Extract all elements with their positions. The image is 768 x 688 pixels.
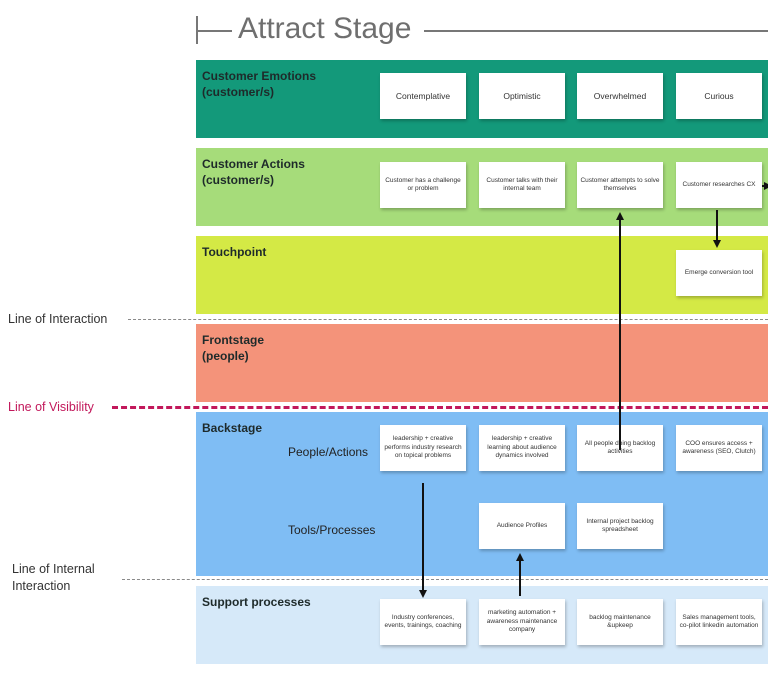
lane-title-customer-emotions: Customer Emotions (customer/s) bbox=[202, 69, 317, 99]
stage-bracket-tick bbox=[196, 16, 198, 44]
stage-bracket-line bbox=[198, 30, 232, 32]
sticky-note-action[interactable]: Customer attempts to solve themselves bbox=[577, 162, 663, 208]
sticky-note-touchpoint[interactable]: Emerge conversion tool bbox=[676, 250, 762, 296]
sublabel-people-actions: People/Actions bbox=[288, 445, 369, 459]
sticky-note-backstage-action[interactable]: leadership + creative performs industry … bbox=[380, 425, 466, 471]
lane-title-backstage: Backstage bbox=[202, 421, 263, 435]
line-of-visibility-label: Line of Visibility bbox=[8, 400, 94, 414]
sticky-note-action[interactable]: Customer talks with their internal team bbox=[479, 162, 565, 208]
line-of-visibility bbox=[112, 406, 768, 409]
lane-title-touchpoint: Touchpoint bbox=[202, 245, 267, 259]
line-of-interaction bbox=[128, 319, 768, 320]
lane-title-customer-actions: Customer Actions (customer/s) bbox=[202, 157, 305, 187]
sticky-note-emotion[interactable]: Optimistic bbox=[479, 73, 565, 119]
sticky-note-emotion[interactable]: Contemplative bbox=[380, 73, 466, 119]
stage-timeline-line bbox=[424, 30, 768, 32]
stage-header: Attract Stage bbox=[196, 12, 768, 48]
sublabel-tools-processes: Tools/Processes bbox=[288, 523, 376, 537]
lane-touchpoint: Touchpoint bbox=[196, 236, 768, 314]
sticky-note-support[interactable]: backlog maintenance &upkeep bbox=[577, 599, 663, 645]
line-of-interaction-label: Line of Interaction bbox=[8, 312, 108, 326]
sticky-note-emotion[interactable]: Overwhelmed bbox=[577, 73, 663, 119]
sticky-note-backstage-tool[interactable]: Audience Profiles bbox=[479, 503, 565, 549]
sticky-note-action[interactable]: Customer has a challenge or problem bbox=[380, 162, 466, 208]
sticky-note-support[interactable]: Industry conferences, events, trainings,… bbox=[380, 599, 466, 645]
sticky-note-action[interactable]: Customer researches CX bbox=[676, 162, 762, 208]
line-of-internal-interaction-label: Line of Internal Interaction bbox=[12, 562, 95, 593]
lane-frontstage: Frontstage (people) bbox=[196, 324, 768, 402]
sticky-note-backstage-action[interactable]: All people doing backlog activities bbox=[577, 425, 663, 471]
sticky-note-emotion[interactable]: Curious bbox=[676, 73, 762, 119]
line-of-internal-interaction bbox=[122, 579, 768, 580]
sticky-note-support[interactable]: Sales management tools, co-pilot linkedi… bbox=[676, 599, 762, 645]
stage-title: Attract Stage bbox=[238, 12, 412, 45]
sticky-note-backstage-tool[interactable]: Internal project backlog spreadsheet bbox=[577, 503, 663, 549]
sticky-note-backstage-action[interactable]: COO ensures access + awareness (SEO, Clu… bbox=[676, 425, 762, 471]
lane-title-frontstage: Frontstage (people) bbox=[202, 333, 265, 363]
sticky-note-backstage-action[interactable]: leadership + creative learning about aud… bbox=[479, 425, 565, 471]
sticky-note-support[interactable]: marketing automation + awareness mainten… bbox=[479, 599, 565, 645]
lane-title-support-processes: Support processes bbox=[202, 595, 311, 609]
